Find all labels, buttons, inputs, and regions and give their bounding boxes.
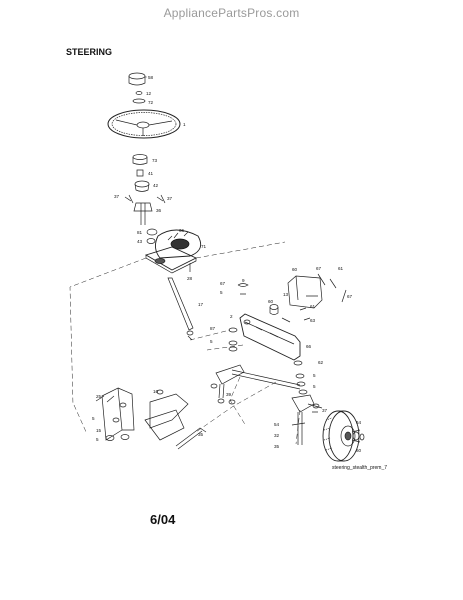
callout-label: 71 <box>201 244 207 249</box>
callout-label: 58 <box>148 75 154 80</box>
callout-label: 81 <box>137 230 143 235</box>
callout-label: 66 <box>179 228 185 233</box>
steering-adapter-part <box>132 154 148 165</box>
gear-hub-part <box>134 180 150 192</box>
diagram-file-label: steering_stealth_prem_7 <box>332 465 388 471</box>
section-title: STEERING <box>66 47 113 57</box>
nut-part <box>135 91 143 95</box>
front-axle-part <box>239 313 301 361</box>
callout-label: 54 <box>274 422 280 427</box>
callout-label: 42 <box>153 183 159 188</box>
callout-label: 5 <box>210 339 213 344</box>
left-mount-bracket-part <box>95 387 189 441</box>
callout-label: 1 <box>183 122 186 127</box>
left-bushing-stack-part <box>228 327 238 352</box>
callout-label: 16 <box>153 389 159 394</box>
callout-label: 41 <box>148 171 154 176</box>
front-wheel-part <box>322 410 365 462</box>
callout-label: 2 <box>230 314 233 319</box>
washer-part <box>132 98 146 104</box>
axle-pivot-bracket-part <box>269 275 323 323</box>
callout-label: 61 <box>338 266 344 271</box>
callout-label: 62 <box>318 360 324 365</box>
callout-label: 12 <box>146 91 152 96</box>
callout-label: 36 <box>156 208 162 213</box>
callout-label: 73 <box>152 158 158 163</box>
callout-label: 43 <box>137 239 143 244</box>
callout-label: 5 <box>313 373 316 378</box>
bolt-right-part <box>156 194 166 204</box>
callout-label: 64 <box>356 420 362 425</box>
bolt-left-part <box>124 194 134 204</box>
steering-wheel-part <box>107 109 181 139</box>
callout-label: 72 <box>148 100 154 105</box>
callout-label: 13 <box>283 292 289 297</box>
steering-cap-part <box>128 72 146 86</box>
right-spindle-part <box>291 394 315 445</box>
callout-label: 67 <box>347 294 353 299</box>
axle-washer-part <box>312 403 320 409</box>
site-watermark: AppliancePartsPros.com <box>163 6 300 20</box>
callout-label: 37 <box>114 194 120 199</box>
callout-label: 61 <box>310 304 316 309</box>
left-spindle-part <box>210 364 245 405</box>
callout-label: 60 <box>268 299 274 304</box>
callout-label: 37 <box>167 196 173 201</box>
axle-bolt-part <box>307 403 323 413</box>
nut-top-part <box>237 283 249 295</box>
callout-label: 5 <box>96 437 99 442</box>
washers-part <box>299 307 311 321</box>
callout-label: 5 <box>92 416 95 421</box>
date-code: 6/04 <box>150 512 176 527</box>
callout-label: 5 <box>313 384 316 389</box>
callout-label: 66 <box>306 344 312 349</box>
callout-label: 25 <box>96 394 102 399</box>
steering-shaft-part <box>140 203 146 225</box>
callout-label: 28 <box>187 276 193 281</box>
callout-label: 67 <box>220 281 226 286</box>
callout-label: 87 <box>210 326 216 331</box>
drag-link-part <box>167 277 194 341</box>
callout-label: 15 <box>96 428 102 433</box>
callout-label: 35 <box>274 444 280 449</box>
right-bushing-stack-part <box>293 360 308 395</box>
callout-label: 17 <box>198 302 204 307</box>
callout-label: 35 <box>198 432 204 437</box>
callout-label: 67 <box>316 266 322 271</box>
callout-label: 60 <box>356 448 362 453</box>
callout-label: 37 <box>322 408 328 413</box>
callout-label: 5 <box>220 290 223 295</box>
pivot-bolts-part <box>317 273 347 303</box>
steering-bracket-part <box>133 202 153 212</box>
callout-label: 39 <box>226 392 232 397</box>
callout-label: 60 <box>292 267 298 272</box>
bushing-part <box>136 169 144 177</box>
callout-label: 9 <box>242 278 245 283</box>
callout-label: 63 <box>310 318 316 323</box>
drag-link-lower-part <box>175 427 207 450</box>
steering-gear-assembly-part <box>144 228 202 274</box>
callout-labels: 58 12 72 1 73 41 42 37 37 36 81 43 66 71… <box>92 75 362 453</box>
callout-label: 32 <box>274 433 280 438</box>
